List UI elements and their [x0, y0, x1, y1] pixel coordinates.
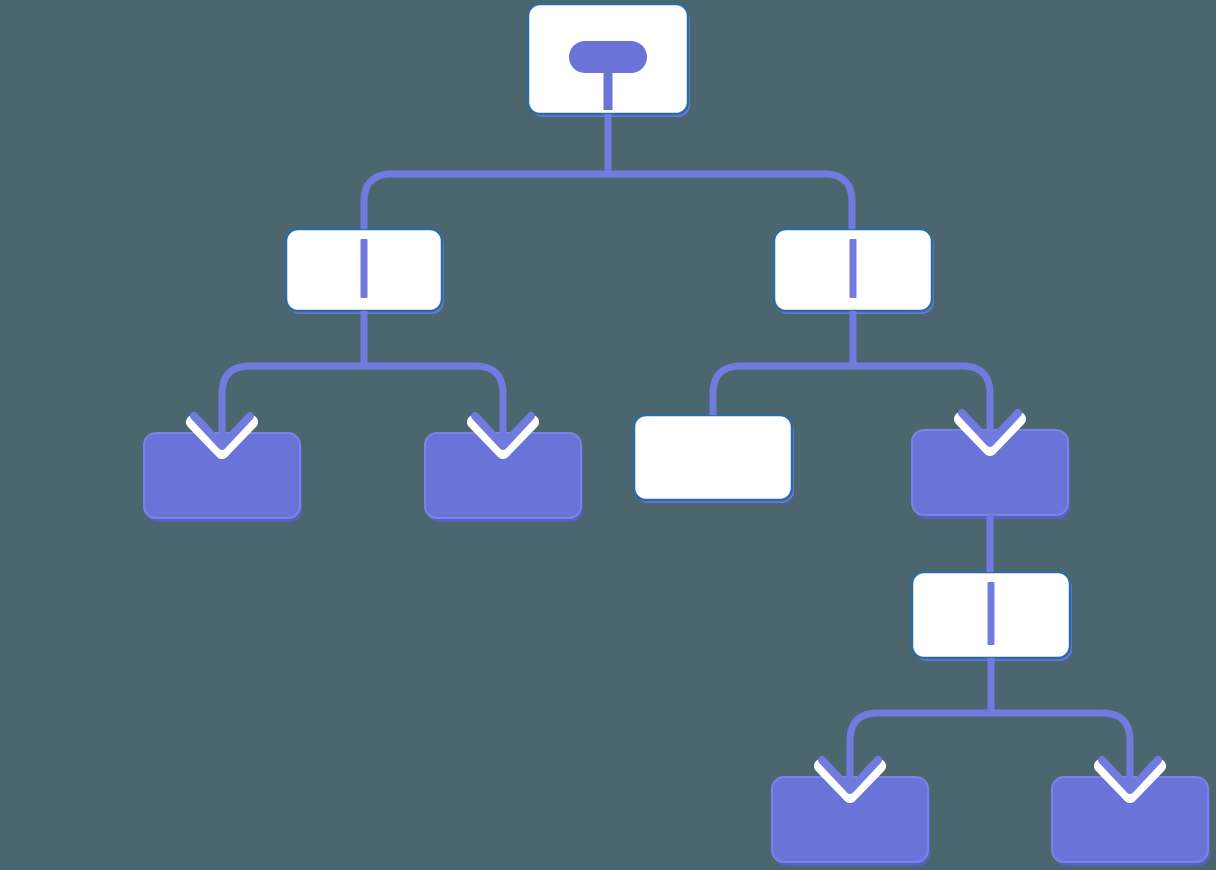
double-chevron-down-icon-outline — [186, 415, 258, 459]
double-chevron-down-icon-outline — [814, 759, 886, 803]
connector-elbow — [360, 170, 608, 229]
chevp-layer — [190, 409, 1162, 794]
connector-elbow — [853, 362, 994, 443]
double-chevron-down-icon[interactable] — [1098, 756, 1162, 794]
root-pill-icon — [569, 41, 647, 73]
decor-layer — [360, 41, 995, 645]
double-chevron-down-icon[interactable] — [471, 412, 535, 450]
chevw-layer — [186, 412, 1166, 803]
double-chevron-down-icon-outline — [954, 412, 1026, 456]
pass-through-line — [360, 239, 368, 298]
connector-elbow — [608, 170, 856, 229]
double-chevron-down-icon-outline — [467, 415, 539, 459]
connector-elbow — [709, 362, 853, 415]
root-pill-stem — [603, 70, 613, 110]
connector-elbow — [991, 709, 1134, 790]
lines-layer — [218, 114, 1134, 790]
double-chevron-down-icon-outline — [1094, 759, 1166, 803]
double-chevron-down-icon[interactable] — [190, 412, 254, 450]
pass-through-line — [849, 239, 857, 298]
connector-elbow — [218, 362, 364, 446]
double-chevron-down-icon[interactable] — [958, 409, 1022, 447]
connector-elbow — [364, 362, 507, 446]
double-chevron-down-icon[interactable] — [818, 756, 882, 794]
pass-through-line — [987, 582, 995, 645]
connector-elbow — [846, 709, 991, 790]
node-child-plain[interactable] — [632, 413, 794, 502]
